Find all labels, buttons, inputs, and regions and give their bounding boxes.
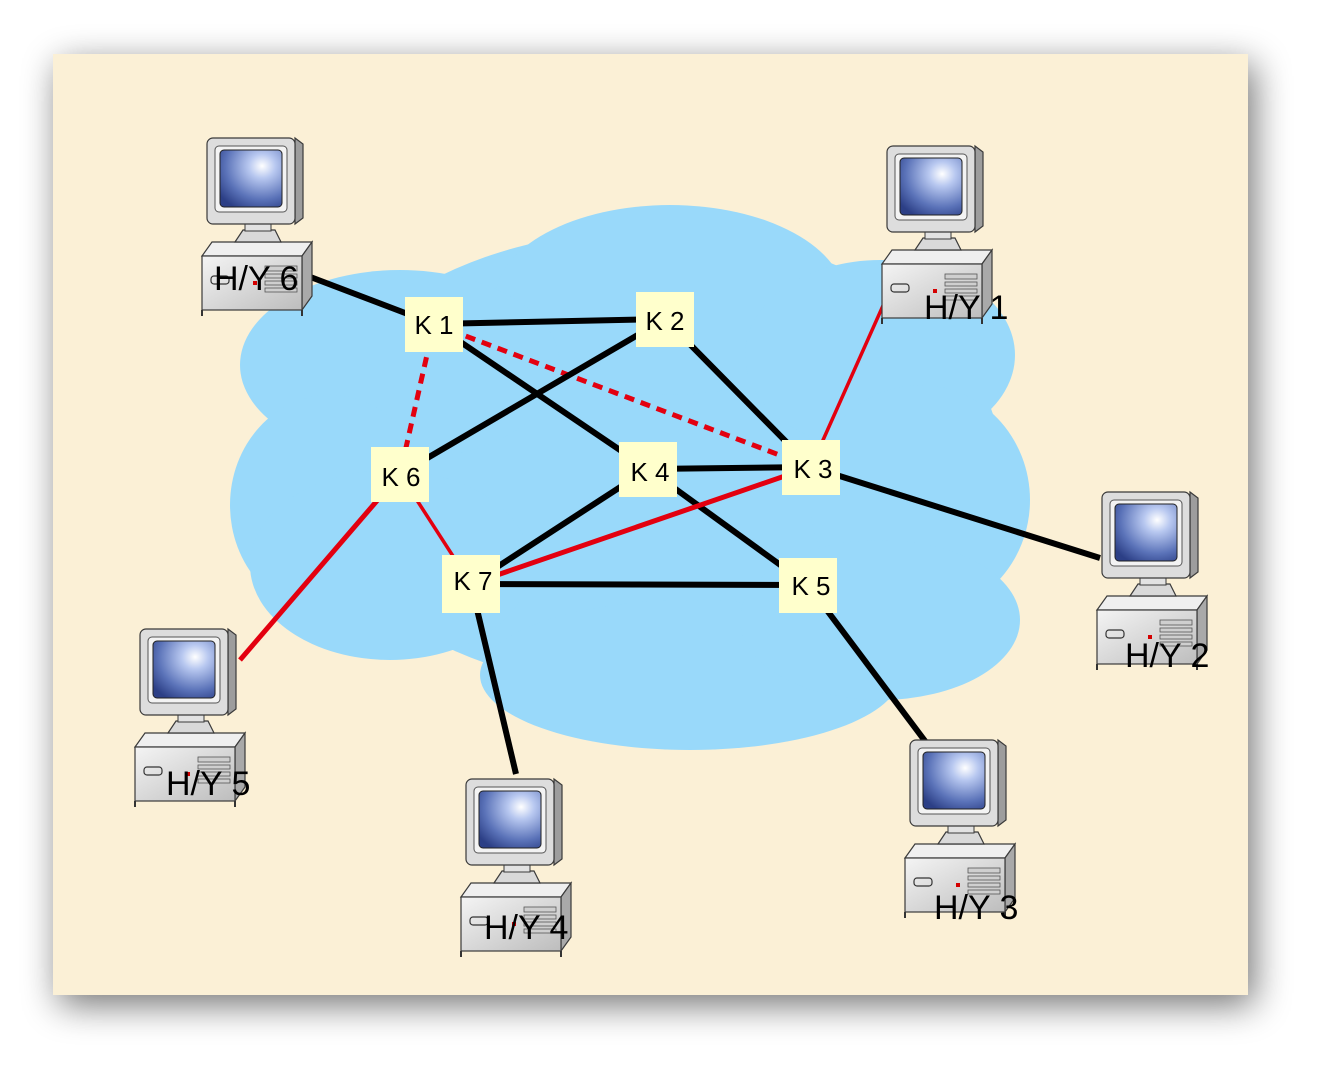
host-label: H/Y 1: [924, 289, 1008, 327]
link-k3-hy2: [810, 464, 1101, 561]
host-hy5: H/Y 5: [134, 628, 250, 808]
node-k4: K 4: [619, 442, 677, 497]
node-k2: K 2: [636, 292, 694, 347]
node-label: K 6: [381, 462, 420, 492]
host-hy4: H/Y 4: [460, 778, 572, 958]
link-k1-k2: [433, 316, 666, 327]
link-k7-k5: [470, 581, 809, 588]
link-k6-hy5: [238, 472, 402, 662]
node-k3: K 3: [782, 440, 840, 495]
host-label: H/Y 5: [166, 765, 250, 803]
host-label: H/Y 4: [484, 909, 568, 947]
host-hy3: H/Y 3: [904, 739, 1018, 927]
node-label: K 1: [414, 310, 453, 340]
node-label: K 7: [453, 566, 492, 596]
link-k7-k3: [470, 464, 812, 587]
node-label: K 3: [793, 454, 832, 484]
host-hy1: H/Y 1: [881, 145, 1008, 327]
node-k5: K 5: [779, 558, 837, 613]
node-k7: K 7: [442, 555, 500, 613]
node-k1: K 1: [405, 297, 463, 352]
node-label: K 4: [630, 457, 669, 487]
link-k4-k7: [469, 466, 650, 587]
node-label: K 2: [645, 306, 684, 336]
host-label: H/Y 3: [934, 889, 1018, 927]
host-hy2: H/Y 2: [1096, 491, 1209, 675]
host-label: H/Y 6: [214, 260, 298, 298]
link-k1-k4: [432, 321, 650, 472]
host-hy6: H/Y 6: [201, 137, 313, 317]
host-label: H/Y 2: [1125, 637, 1209, 675]
node-label: K 5: [791, 571, 830, 601]
link-k3-hy1: [809, 289, 892, 468]
link-k7-hy4: [468, 583, 519, 775]
node-k6: K 6: [371, 447, 429, 502]
link-k2-k6: [398, 316, 667, 477]
